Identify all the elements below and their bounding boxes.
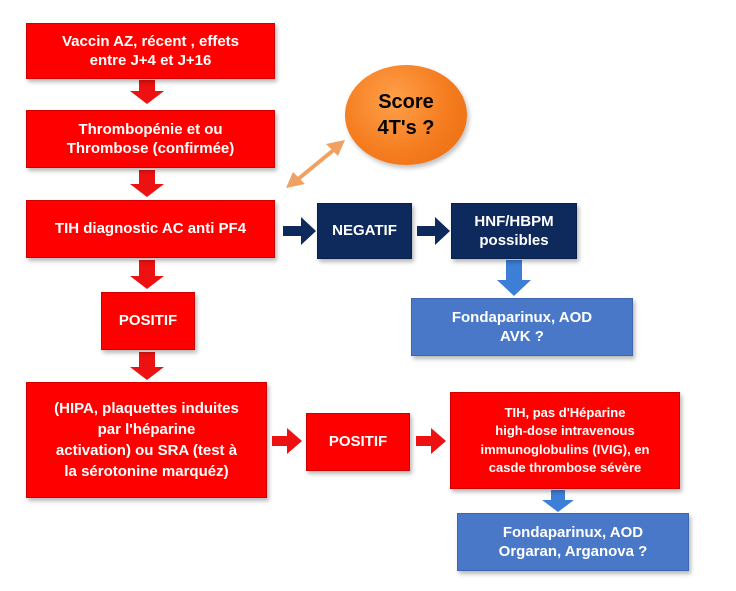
node-positif-1: POSITIF xyxy=(101,292,195,350)
arrow-score-head-top xyxy=(326,140,345,156)
arrow-tih-to-negatif xyxy=(283,217,316,245)
score-4ts-text: Score 4T's ? xyxy=(377,91,435,139)
node-tih-diagnostic-text: TIH diagnostic AC anti PF4 xyxy=(54,220,247,238)
node-fondaparinux-2: Fondaparinux, AOD Orgaran, Arganova ? xyxy=(457,513,689,571)
arrow-positif2-to-tih-pas xyxy=(416,428,446,454)
arrow-positif-to-hipa xyxy=(130,352,164,380)
arrow-negatif-to-hnf xyxy=(417,217,450,245)
node-vaccine-text: Vaccin AZ, récent , effets entre J+4 et … xyxy=(61,32,239,69)
node-fondaparinux-1-text: Fondaparinux, AOD AVK ? xyxy=(451,308,593,345)
score-4ts-circle: Score 4T's ? xyxy=(345,65,467,165)
node-tih-pas-heparine: TIH, pas d'Héparine high-dose intravenou… xyxy=(450,392,680,489)
node-tih-diagnostic: TIH diagnostic AC anti PF4 xyxy=(26,200,275,258)
node-tih-pas-heparine-text: TIH, pas d'Héparine high-dose intravenou… xyxy=(480,404,650,475)
arrow-tih-to-positif xyxy=(130,260,164,289)
node-fondaparinux-1: Fondaparinux, AOD AVK ? xyxy=(411,298,633,356)
node-positif-2: POSITIF xyxy=(306,413,410,471)
node-fondaparinux-2-text: Fondaparinux, AOD Orgaran, Arganova ? xyxy=(498,523,648,560)
node-hipa-sra: (HIPA, plaquettes induites par l'héparin… xyxy=(26,382,267,498)
arrow-vaccine-to-thrombo xyxy=(130,80,164,104)
node-hnf-hbpm: HNF/HBPM possibles xyxy=(451,203,577,259)
node-negatif-text: NEGATIF xyxy=(332,222,397,240)
node-negatif: NEGATIF xyxy=(317,203,412,259)
arrow-hipa-to-positif2 xyxy=(272,428,302,454)
node-thrombo: Thrombopénie et ou Thrombose (confirmée) xyxy=(26,110,275,168)
node-hnf-hbpm-text: HNF/HBPM possibles xyxy=(474,212,554,249)
node-hipa-sra-text: (HIPA, plaquettes induites par l'héparin… xyxy=(54,400,239,480)
arrow-tih-pas-to-fonda2 xyxy=(542,490,574,512)
arrow-score-double xyxy=(295,146,338,182)
arrow-thrombo-to-tih xyxy=(130,170,164,197)
arrow-hnf-to-fonda1 xyxy=(497,260,531,296)
node-positif-1-text: POSITIF xyxy=(118,312,178,330)
node-positif-2-text: POSITIF xyxy=(328,433,388,451)
node-thrombo-text: Thrombopénie et ou Thrombose (confirmée) xyxy=(66,120,235,157)
node-vaccine: Vaccin AZ, récent , effets entre J+4 et … xyxy=(26,23,275,79)
arrow-score-head-bottom xyxy=(286,172,305,188)
